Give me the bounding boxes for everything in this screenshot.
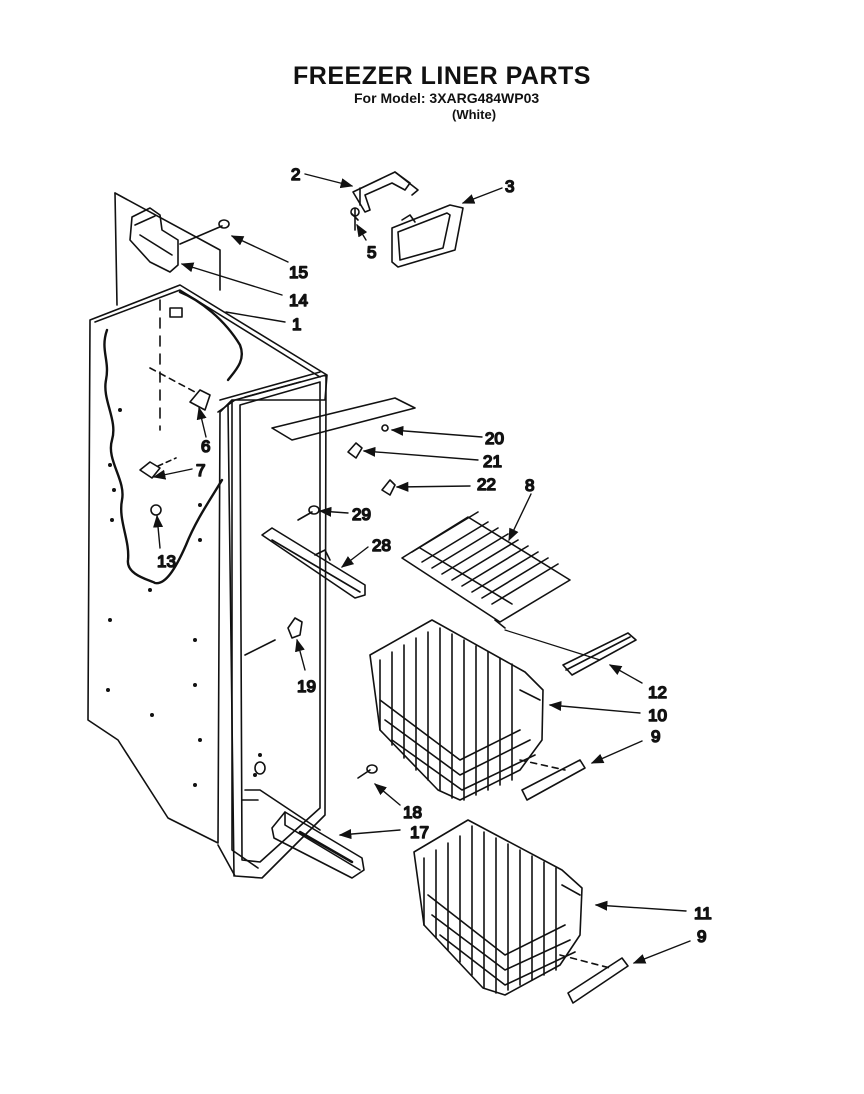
basket-trim-part-9-upper — [519, 759, 586, 801]
clip-part-6 — [149, 367, 211, 411]
wire-shelf-part-8 — [401, 511, 571, 629]
callout-5: 5 — [367, 243, 376, 262]
callout-10: 10 — [648, 706, 667, 725]
plate-part-20 — [271, 397, 416, 441]
shelf-rail-part-28 — [261, 527, 366, 599]
lower-trim-part-17 — [271, 811, 365, 879]
callout-labels: 2 3 5 15 14 1 6 7 13 20 21 22 8 29 28 19… — [156, 164, 712, 947]
plug-part-13 — [150, 504, 162, 516]
callout-9-upper: 9 — [651, 727, 660, 746]
callout-21: 21 — [483, 452, 502, 471]
callout-1: 1 — [292, 315, 301, 334]
callout-28: 28 — [372, 536, 391, 555]
hinge-bracket-part-2 — [350, 171, 419, 231]
callout-20: 20 — [485, 429, 504, 448]
model-line: For Model: 3XARG484WP03 — [354, 90, 540, 106]
callout-19: 19 — [297, 677, 316, 696]
page-title: FREEZER LINER PARTS — [293, 62, 591, 90]
callout-13: 13 — [157, 552, 176, 571]
clip-part-19 — [287, 617, 303, 639]
basket-trim-part-9-lower — [559, 954, 629, 1004]
callout-2: 2 — [291, 165, 300, 184]
callout-17: 17 — [410, 823, 429, 842]
screw-part-18 — [357, 764, 378, 779]
callout-22: 22 — [477, 475, 496, 494]
callout-7: 7 — [196, 461, 205, 480]
clip-part-7 — [139, 457, 177, 479]
callout-14: 14 — [289, 291, 308, 310]
callout-6: 6 — [201, 437, 210, 456]
chute-door-part-3 — [391, 204, 464, 268]
screw-part-15 — [179, 219, 230, 245]
color-note: (White) — [452, 107, 497, 122]
screw-part-29 — [297, 505, 320, 521]
callout-12: 12 — [648, 683, 667, 702]
callout-11: 11 — [694, 904, 712, 923]
shelf-trim-part-12 — [504, 629, 637, 676]
callout-9-lower: 9 — [697, 927, 706, 946]
leader-lines — [152, 173, 691, 964]
callout-29: 29 — [352, 505, 371, 524]
callout-18: 18 — [403, 803, 422, 822]
freezer-liner — [87, 192, 328, 879]
callout-8: 8 — [525, 476, 534, 495]
callout-15: 15 — [289, 263, 308, 282]
clip-part-22 — [381, 479, 396, 496]
wire-basket-part-11 — [413, 819, 583, 996]
top-bracket-part-14 — [129, 207, 179, 273]
clip-part-21 — [347, 442, 363, 459]
callout-3: 3 — [505, 177, 514, 196]
wire-basket-part-10 — [369, 619, 544, 801]
